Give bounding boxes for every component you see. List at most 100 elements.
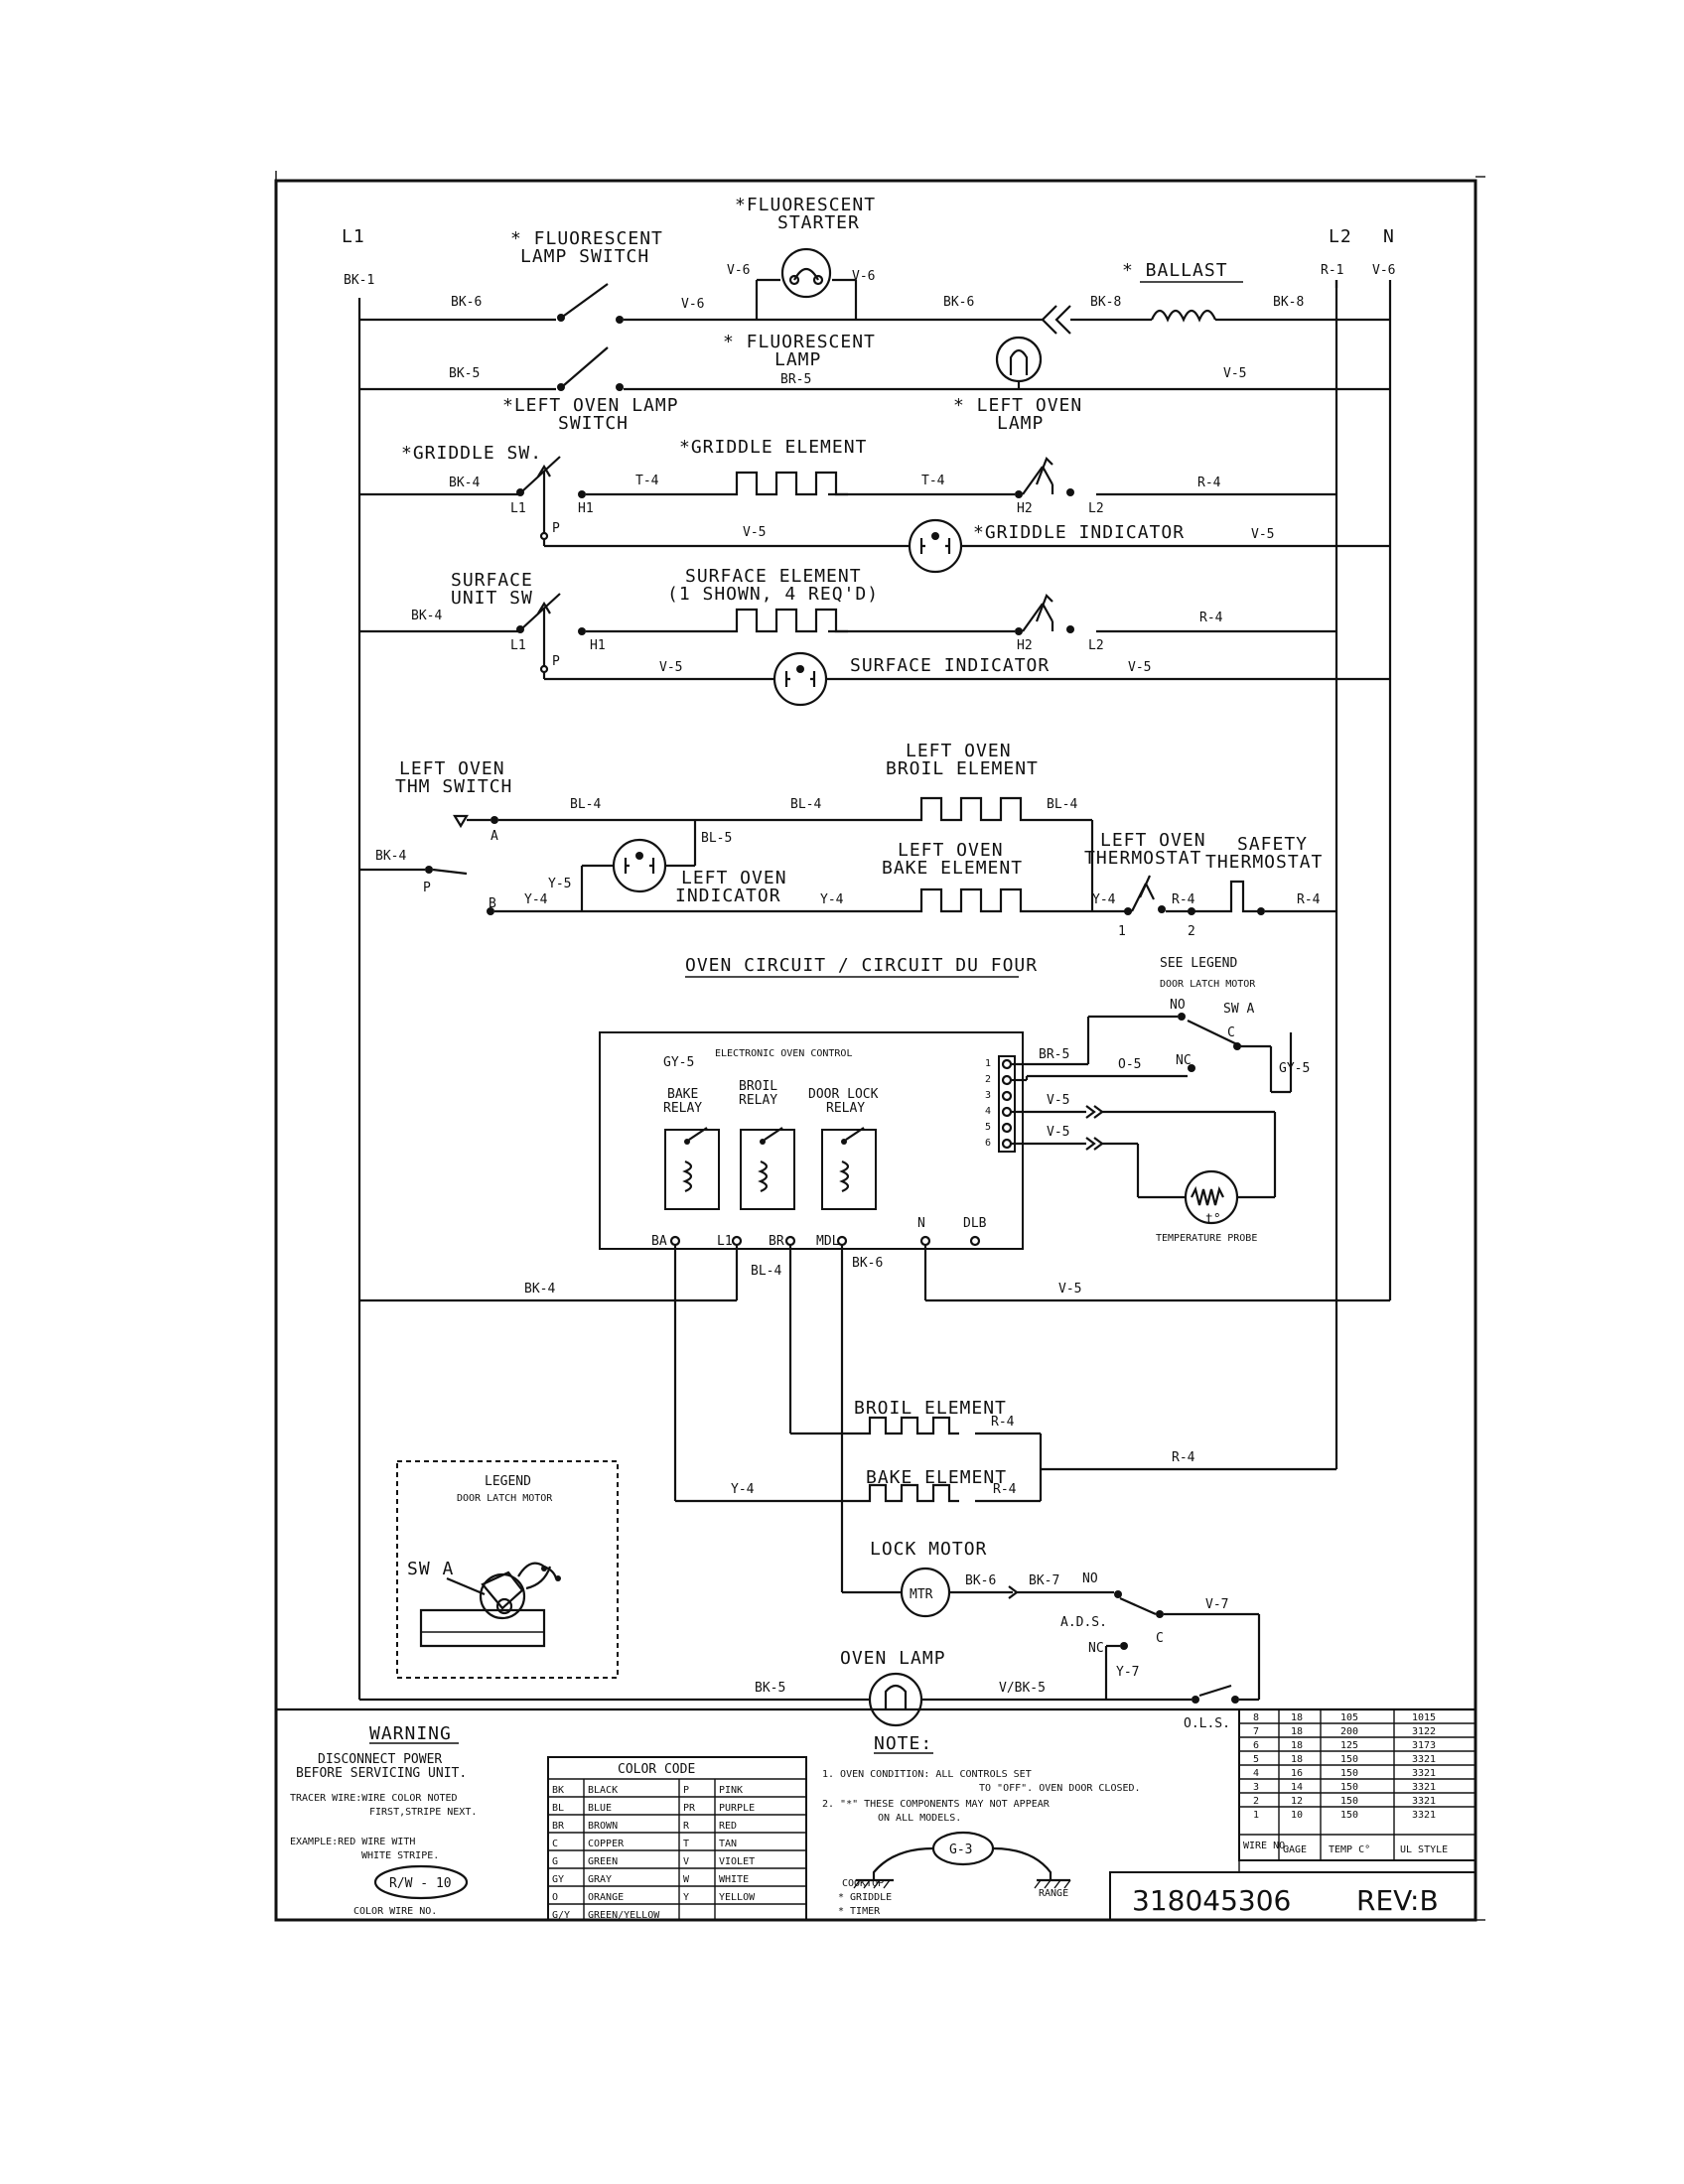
surface-indicator-icon bbox=[772, 651, 828, 707]
wire-bk4-label: BK-4 bbox=[449, 476, 480, 490]
wire-bk4-label-3: BK-4 bbox=[375, 849, 406, 864]
eoc-label: ELECTRONIC OVEN CONTROL bbox=[715, 1048, 852, 1059]
wire-bk1-label: BK-1 bbox=[344, 273, 374, 288]
fl-lamp-label-2: LAMP bbox=[774, 349, 821, 370]
color-code-cell: PURPLE bbox=[719, 1803, 755, 1814]
broil-element-icon bbox=[860, 1416, 959, 1435]
broil-element-label: BROIL ELEMENT bbox=[854, 1398, 1007, 1419]
wire-table-cell: 150 bbox=[1340, 1782, 1358, 1793]
tracer-line-2: FIRST,STRIPE NEXT. bbox=[369, 1807, 477, 1818]
rail-label-l1: L1 bbox=[342, 226, 365, 247]
wire-gy5-label: GY-5 bbox=[1279, 1061, 1310, 1076]
bake-relay-label-1: BAKE bbox=[667, 1087, 698, 1102]
pin-3: 3 bbox=[985, 1090, 991, 1101]
left-oven-broil-element-label-1: LEFT OVEN bbox=[906, 741, 1012, 761]
wire-o5-label: O-5 bbox=[1118, 1057, 1141, 1072]
note-line-1: 1. OVEN CONDITION: ALL CONTROLS SET bbox=[822, 1769, 1032, 1780]
left-oven-indicator-label-1: LEFT OVEN bbox=[681, 868, 787, 888]
thm-term-p: P bbox=[423, 881, 431, 895]
range-label: RANGE bbox=[1039, 1888, 1068, 1899]
color-code-cell: COPPER bbox=[588, 1839, 625, 1849]
left-oven-lamp-switch-icon bbox=[557, 346, 624, 391]
ads-label: A.D.S. bbox=[1060, 1615, 1107, 1630]
door-lock-relay-label-1: DOOR LOCK bbox=[808, 1087, 879, 1102]
left-oven-broil-element-icon bbox=[910, 796, 1033, 822]
eoc-term-l1: L1 bbox=[717, 1234, 733, 1249]
wire-table-cell: 200 bbox=[1340, 1726, 1358, 1737]
door-latch-motor-icon bbox=[419, 1562, 561, 1648]
ads-c-label: C bbox=[1156, 1631, 1164, 1646]
wt-header-wire: WIRE NO. bbox=[1243, 1841, 1291, 1851]
wt-header-temp: TEMP C° bbox=[1329, 1844, 1370, 1855]
bake-relay-icon bbox=[664, 1127, 720, 1210]
legend-title: LEGEND bbox=[485, 1474, 531, 1489]
left-oven-lamp-switch-label-2: SWITCH bbox=[558, 413, 629, 434]
oven-lamp-icon bbox=[868, 1672, 923, 1727]
warning-line-2: BEFORE SERVICING UNIT. bbox=[296, 1766, 467, 1781]
color-code-cell: BL bbox=[552, 1803, 564, 1814]
color-code-cell: RED bbox=[719, 1821, 737, 1832]
wire-r4-label-6: R-4 bbox=[993, 1482, 1017, 1497]
sw-a-no-label: NO bbox=[1170, 998, 1186, 1013]
legend-sub: DOOR LATCH MOTOR bbox=[457, 1493, 553, 1504]
left-oven-thermostat-label-1: LEFT OVEN bbox=[1100, 830, 1206, 851]
bake-relay-label-2: RELAY bbox=[663, 1101, 702, 1116]
cooktop-line-3: * TIMER bbox=[838, 1906, 881, 1917]
surface-unit-sw-label-1: SURFACE bbox=[451, 570, 533, 591]
left-oven-indicator-label-2: INDICATOR bbox=[675, 886, 781, 906]
surface-term-h2: H2 bbox=[1017, 638, 1033, 653]
left-oven-bake-element-icon bbox=[910, 887, 1033, 913]
wire-y4-label: Y-4 bbox=[524, 892, 548, 907]
wire-bl4-label-3: BL-4 bbox=[1047, 797, 1077, 812]
pin-1: 1 bbox=[985, 1058, 991, 1069]
color-code-cell: G bbox=[552, 1856, 558, 1867]
broil-relay-label-2: RELAY bbox=[739, 1093, 777, 1108]
color-code-cell: GY bbox=[552, 1874, 564, 1885]
ground-label: G-3 bbox=[949, 1843, 972, 1857]
left-oven-bake-element-label-1: LEFT OVEN bbox=[898, 840, 1004, 861]
wire-br5-label-2: BR-5 bbox=[1039, 1047, 1069, 1062]
griddle-element-label: *GRIDDLE ELEMENT bbox=[679, 437, 867, 458]
fl-lamp-label-1: * FLUORESCENT bbox=[723, 332, 876, 352]
example-line-1: EXAMPLE:RED WIRE WITH bbox=[290, 1837, 415, 1847]
wire-bk8-label-2: BK-8 bbox=[1273, 295, 1304, 310]
wire-r4-label-5: R-4 bbox=[991, 1415, 1015, 1430]
wire-table-cell: 3122 bbox=[1412, 1726, 1436, 1737]
griddle-sw-label: *GRIDDLE SW. bbox=[401, 443, 542, 464]
example-line-2: WHITE STRIPE. bbox=[361, 1850, 439, 1861]
color-code-cell: VIOLET bbox=[719, 1856, 755, 1867]
pin-2: 2 bbox=[985, 1074, 991, 1085]
color-code-cell: V bbox=[683, 1856, 689, 1867]
ols-switch-icon bbox=[1192, 1684, 1239, 1704]
wire-table-cell: 105 bbox=[1340, 1712, 1358, 1723]
door-lock-relay-icon bbox=[821, 1127, 877, 1210]
color-code-cell: R bbox=[683, 1821, 690, 1832]
left-oven-thm-switch-label-2: THM SWITCH bbox=[395, 776, 512, 797]
example-oval bbox=[373, 1864, 469, 1900]
color-code-cell: W bbox=[683, 1874, 690, 1885]
color-code-cell: O bbox=[552, 1892, 558, 1903]
color-code-cell: TAN bbox=[719, 1839, 737, 1849]
wire-table-cell: 18 bbox=[1291, 1754, 1303, 1765]
thermostat-term-1: 1 bbox=[1118, 924, 1126, 939]
wire-table-cell: 12 bbox=[1291, 1796, 1303, 1807]
wire-bk5-label-2: BK-5 bbox=[755, 1681, 785, 1696]
left-oven-lamp-switch-label-1: *LEFT OVEN LAMP bbox=[502, 395, 679, 416]
mtr-label: MTR bbox=[910, 1587, 933, 1602]
wire-v6-label: V-6 bbox=[1372, 263, 1395, 278]
color-code-cell: Y bbox=[683, 1892, 689, 1903]
eoc-term-dlb: DLB bbox=[963, 1216, 987, 1231]
surface-unit-sw-label-2: UNIT SW bbox=[451, 588, 533, 609]
fl-starter-label-1: *FLUORESCENT bbox=[735, 195, 876, 215]
color-wire-no-label: COLOR WIRE NO. bbox=[353, 1906, 437, 1917]
wt-header-gage: GAGE bbox=[1283, 1844, 1307, 1855]
wire-table-cell: 150 bbox=[1340, 1810, 1358, 1821]
wire-table-cell: 1015 bbox=[1412, 1712, 1436, 1723]
ols-label: O.L.S. bbox=[1184, 1716, 1230, 1731]
wire-spec-table bbox=[1238, 1708, 1476, 1861]
griddle-switch-icon bbox=[516, 456, 586, 541]
color-code-cell: C bbox=[552, 1839, 558, 1849]
part-number: 318045306 bbox=[1132, 1884, 1291, 1917]
color-code-cell: GREEN/YELLOW bbox=[588, 1910, 660, 1921]
griddle-term-h1: H1 bbox=[578, 501, 594, 516]
